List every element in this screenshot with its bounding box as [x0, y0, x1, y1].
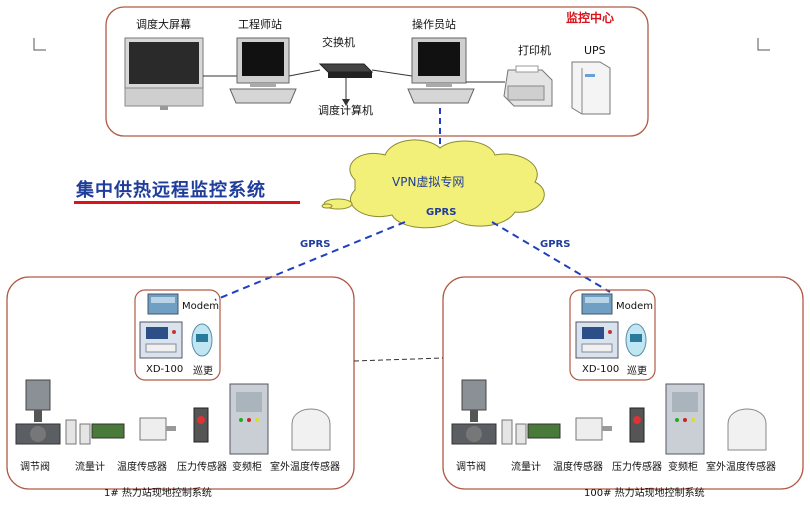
station100-controller-box: [569, 289, 656, 381]
station1-box: [6, 276, 355, 490]
station100-temp-sensor-icon: [575, 417, 612, 441]
station1-controller-box: [134, 289, 221, 381]
station1-modem-icon: [147, 293, 179, 315]
station100-device-label: 流量计: [511, 462, 541, 473]
station1-flowmeter-icon: [65, 419, 125, 445]
operator-station-icon: [407, 37, 475, 104]
station100-device-label: 调节阀: [456, 462, 486, 473]
big-screen-icon: [124, 37, 204, 110]
station1-device-label: 流量计: [75, 462, 105, 473]
printer-label: 打印机: [518, 44, 551, 57]
link-cloud-station1: [214, 221, 406, 301]
station100-patrol-label: 巡更: [627, 366, 647, 377]
monitoring-center-title: 监控中心: [566, 11, 615, 25]
station1-caption: 1# 热力站现地控制系统: [104, 488, 212, 499]
station-continuation-line: [353, 357, 444, 362]
gprs-cloud-label: GPRS: [426, 207, 457, 218]
station1-outdoor-temp-sensor-icon: [291, 408, 331, 451]
station100-modem-label: Modem: [616, 301, 653, 312]
ups-icon: [571, 61, 611, 115]
monitoring-center-box: [105, 6, 649, 137]
station100-device-label: 温度传感器: [553, 462, 603, 473]
station100-vfd-cabinet-icon: [665, 383, 705, 455]
station100-valve-icon: [451, 379, 497, 445]
vpn-cloud-icon: [321, 139, 545, 229]
station100-device-label: 压力传感器: [612, 462, 662, 473]
link-cloud-station100: [491, 221, 611, 293]
station100-xd100-label: XD-100: [582, 364, 620, 375]
station1-device-label: 室外温度传感器: [270, 462, 340, 473]
gprs-left-label: GPRS: [300, 239, 331, 250]
vpn-cloud-label: VPN虚拟专网: [392, 175, 465, 189]
station100-patrol-icon: [625, 323, 647, 357]
switch-label: 交换机: [322, 36, 355, 49]
engineer-station-icon: [229, 37, 297, 104]
station1-valve-icon: [15, 379, 61, 445]
station1-patrol-label: 巡更: [193, 366, 213, 377]
arrow-dispatch: [342, 99, 350, 106]
station1-device-label: 调节阀: [20, 462, 50, 473]
system-title: 集中供热远程监控系统: [76, 180, 266, 201]
link-engineer-switch: [288, 69, 321, 77]
operator-station-label: 操作员站: [412, 18, 456, 31]
station100-caption: 100# 热力站现地控制系统: [584, 488, 705, 499]
engineer-station-label: 工程师站: [238, 18, 282, 31]
station1-modem-label: Modem: [182, 301, 219, 312]
gprs-right-label: GPRS: [540, 239, 571, 250]
switch-icon: [318, 63, 374, 78]
station100-device-label: 室外温度传感器: [706, 462, 776, 473]
station1-device-label: 变频柜: [232, 462, 262, 473]
station1-device-label: 温度传感器: [117, 462, 167, 473]
station1-patrol-icon: [191, 323, 213, 357]
station100-pressure-sensor-icon: [629, 407, 645, 443]
link-switch-operator: [371, 69, 413, 77]
station100-device-label: 变频柜: [668, 462, 698, 473]
station1-temp-sensor-icon: [139, 417, 176, 441]
crop-marks: [33, 38, 770, 51]
station1-pressure-sensor-icon: [193, 407, 209, 443]
station100-flowmeter-icon: [501, 419, 561, 445]
station1-xd100-label: XD-100: [146, 364, 184, 375]
big-screen-label: 调度大屏幕: [136, 18, 191, 31]
ups-label: UPS: [584, 44, 606, 57]
station100-outdoor-temp-sensor-icon: [727, 408, 767, 451]
station100-box: [442, 276, 804, 490]
station100-xd100-icon: [575, 321, 619, 359]
station100-modem-icon: [581, 293, 613, 315]
dispatch-computer-label: 调度计算机: [318, 104, 373, 117]
printer-icon: [503, 65, 553, 107]
station1-xd100-icon: [139, 321, 183, 359]
system-title-underline: [74, 201, 300, 204]
station1-vfd-cabinet-icon: [229, 383, 269, 455]
station1-device-label: 压力传感器: [177, 462, 227, 473]
